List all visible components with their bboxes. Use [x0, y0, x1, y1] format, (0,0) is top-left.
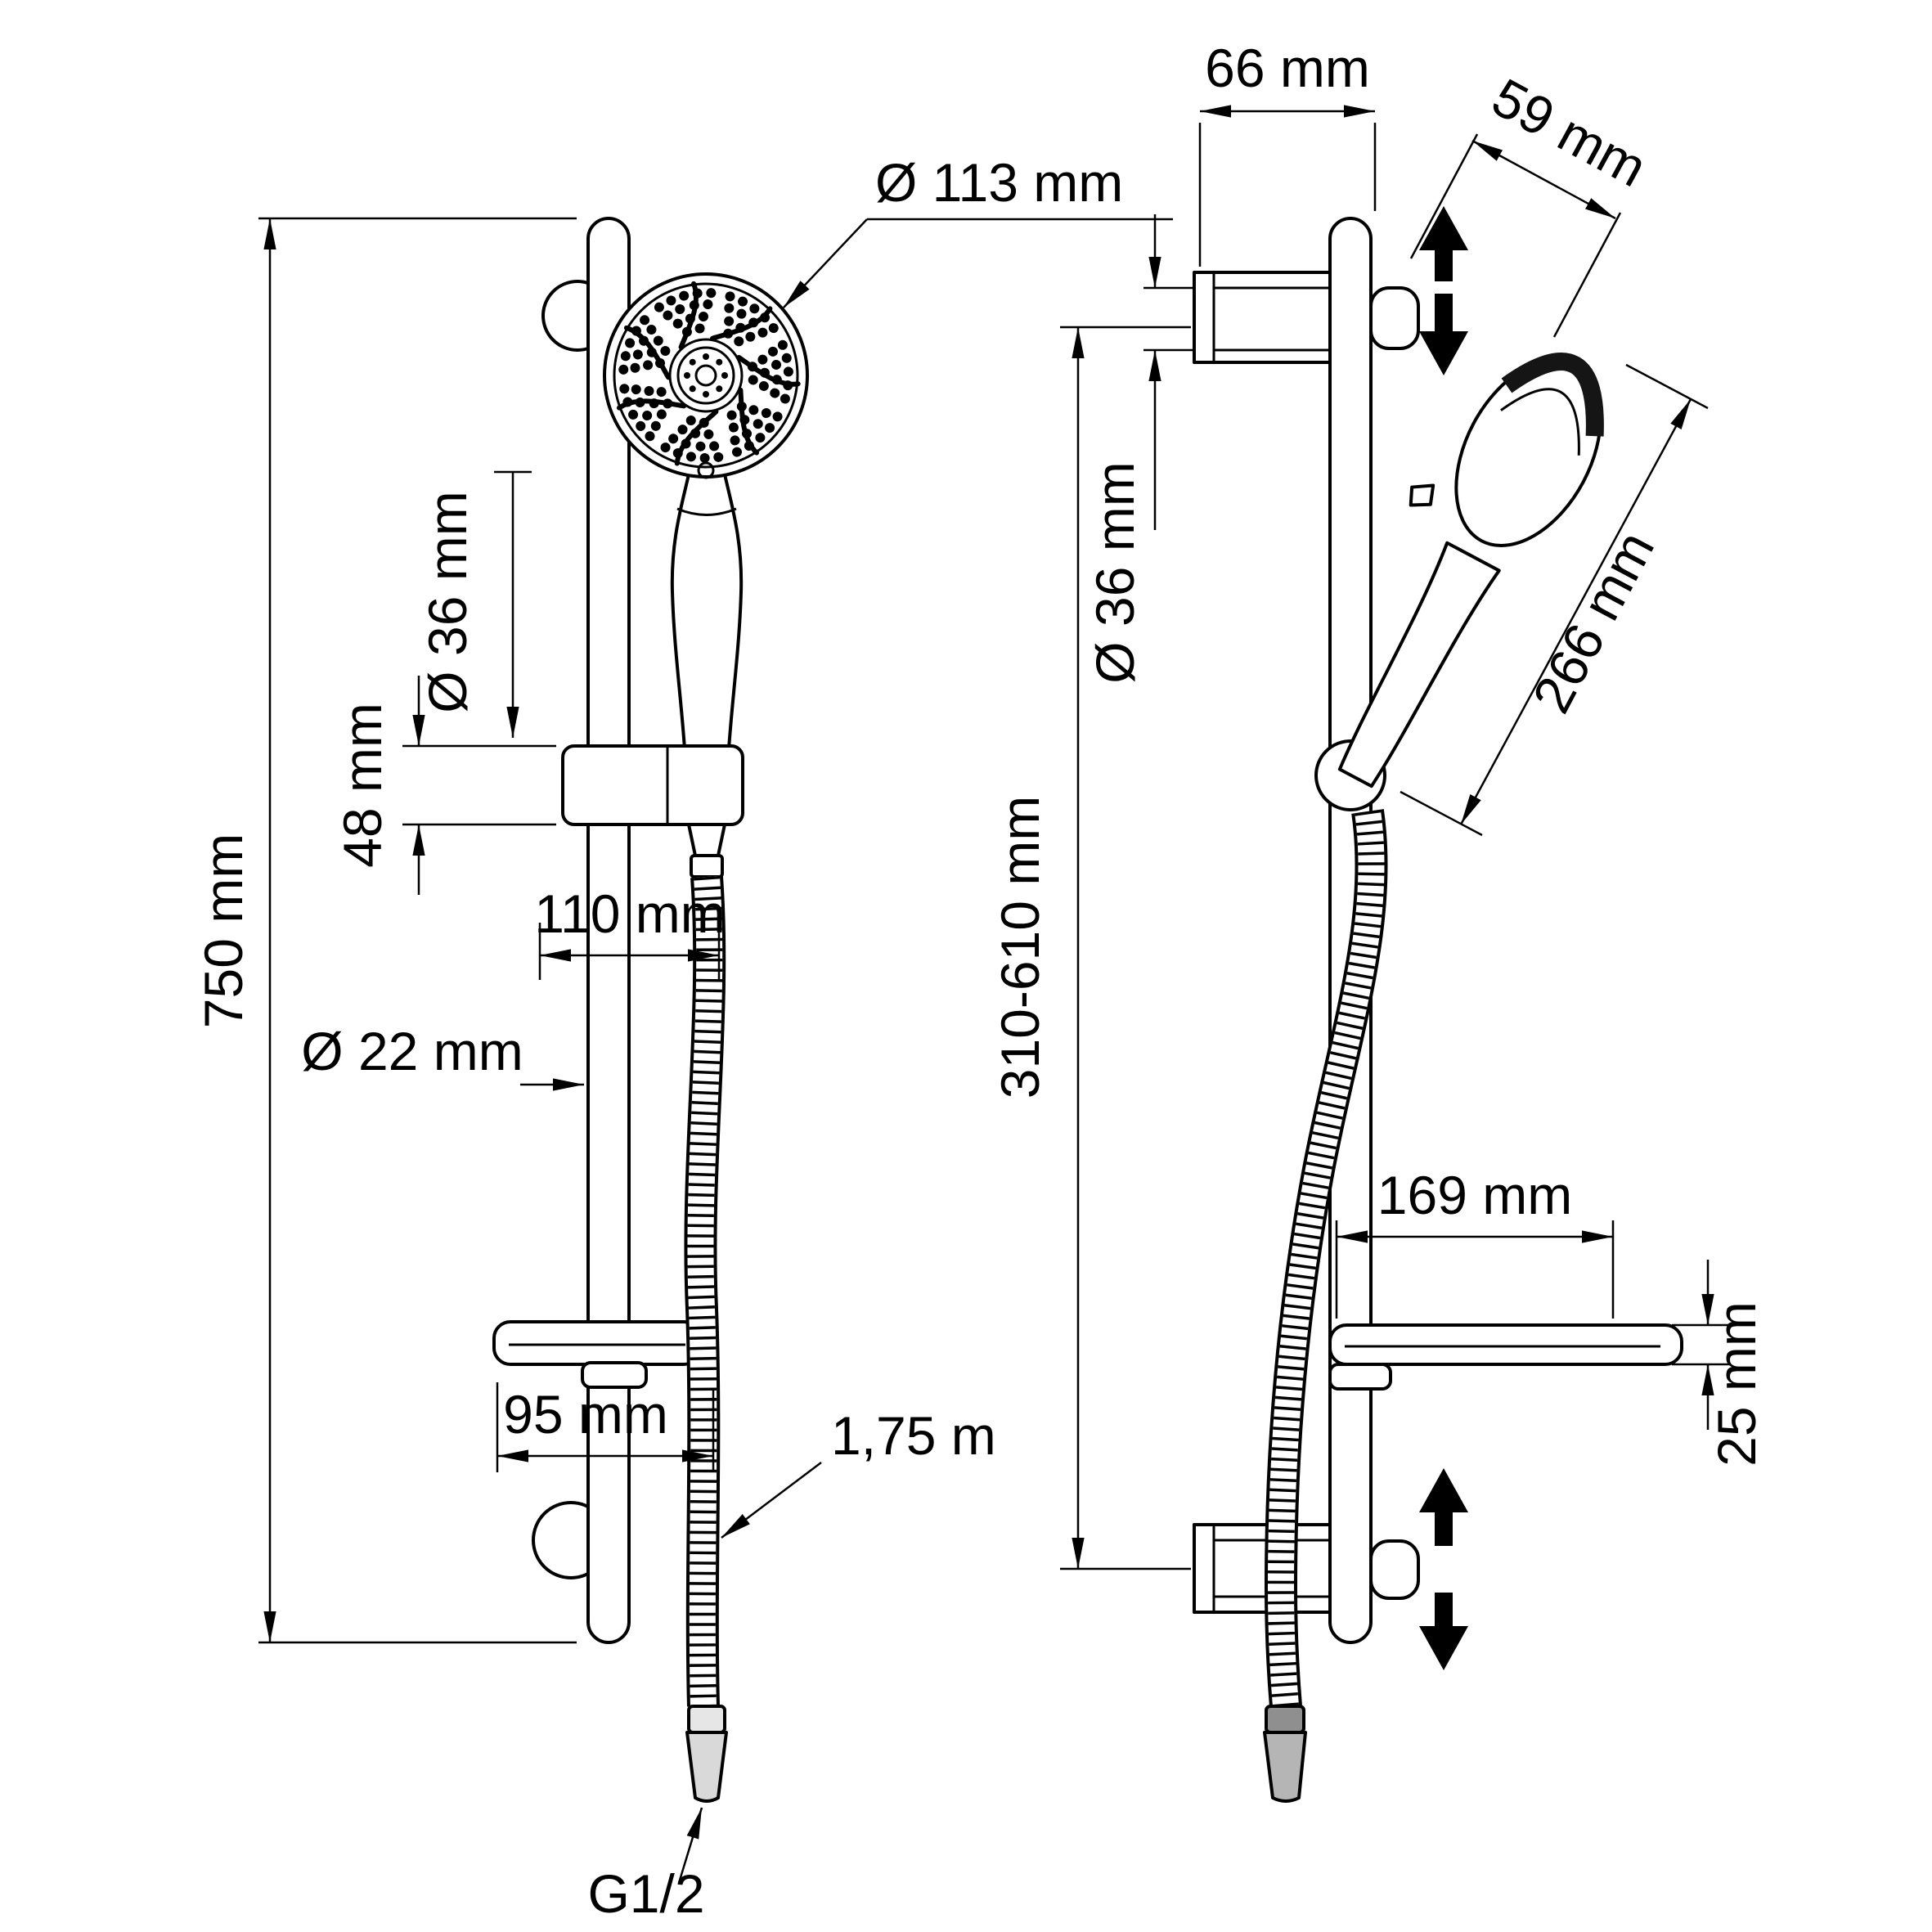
dim-holder-height: 48 mm: [332, 703, 393, 868]
shower-hose-front: [684, 875, 728, 1803]
dimension-dish-depth: 169 mm: [1335, 1165, 1615, 1319]
front-view: 750 mm Ø 113 mm Ø 36 mm 48 mm 110 m: [193, 152, 1173, 1924]
dimension-head-offset: 110 mm: [534, 883, 726, 980]
slide-bar-front: [586, 217, 631, 1644]
dimension-adjust-range: 310-610 mm: [990, 326, 1191, 1570]
dimension-dish-width: 95 mm: [496, 1382, 715, 1472]
dimension-dish-thickness: 25 mm: [1672, 1260, 1767, 1467]
hand-shower-grip-front: [670, 473, 744, 751]
dim-hose-length: 1,75 m: [831, 1405, 996, 1466]
dim-head-width: 59 mm: [1483, 66, 1657, 198]
arrow-up-icon: [1419, 1468, 1468, 1546]
dimension-head-diameter: Ø 113 mm: [783, 152, 1173, 308]
soap-dish-side: [1328, 1323, 1683, 1391]
dimension-bracket-depth: 66 mm: [1198, 38, 1377, 267]
side-view: 66 mm 59 mm Ø 36 mm 266 mm: [990, 38, 1767, 1803]
slide-direction-arrows-bottom: [1419, 1468, 1468, 1670]
dim-bracket-depth: 66 mm: [1205, 38, 1370, 98]
dimension-grip-diameter: Ø 36 mm: [417, 470, 532, 738]
dim-dish-thickness: 25 mm: [1706, 1301, 1767, 1467]
dimension-bar-diameter: Ø 22 mm: [301, 1021, 584, 1091]
dim-grip-diameter: Ø 36 mm: [417, 491, 478, 712]
dimension-hose-length: 1,75 m: [721, 1405, 996, 1539]
arrow-down-icon: [1419, 294, 1468, 375]
dim-dish-width: 95 mm: [503, 1384, 668, 1445]
top-wall-bracket-side: [1193, 271, 1420, 364]
hose-connector-front: [687, 823, 726, 878]
mode-lever: [1409, 483, 1436, 507]
dimension-thread: G1/2: [587, 1807, 705, 1924]
arrow-up-icon: [1419, 206, 1468, 281]
bottom-wall-bracket-side: [1193, 1523, 1420, 1614]
dim-dish-depth: 169 mm: [1377, 1165, 1572, 1225]
dim-head-diameter: Ø 113 mm: [875, 152, 1123, 213]
hose-end-cone-side: [1263, 1731, 1307, 1803]
hose-nut-front: [687, 1705, 726, 1734]
soap-dish-front: [492, 1320, 702, 1389]
dim-thread-size: G1/2: [587, 1863, 704, 1924]
dimension-holder-height: 48 mm: [332, 676, 556, 895]
dim-bracket-diameter: Ø 36 mm: [1085, 461, 1145, 683]
shower-hose-side: [1263, 809, 1388, 1803]
slider-holder-front: [561, 744, 744, 826]
dim-bar-diameter: Ø 22 mm: [301, 1021, 523, 1081]
hose-nut-side: [1265, 1705, 1305, 1734]
dim-head-length: 266 mm: [1521, 522, 1665, 722]
dim-head-offset: 110 mm: [534, 883, 726, 944]
dim-adjust-range: 310-610 mm: [990, 796, 1050, 1099]
hose-end-cone-front: [685, 1731, 728, 1803]
slide-direction-arrows-top: [1419, 206, 1468, 375]
dim-bar-length: 750 mm: [193, 833, 254, 1028]
shower-head-front: [603, 272, 809, 479]
arrow-down-icon: [1419, 1593, 1468, 1670]
dimension-bracket-diameter: Ø 36 mm: [1085, 214, 1194, 684]
dimension-bar-length: 750 mm: [193, 217, 577, 1644]
